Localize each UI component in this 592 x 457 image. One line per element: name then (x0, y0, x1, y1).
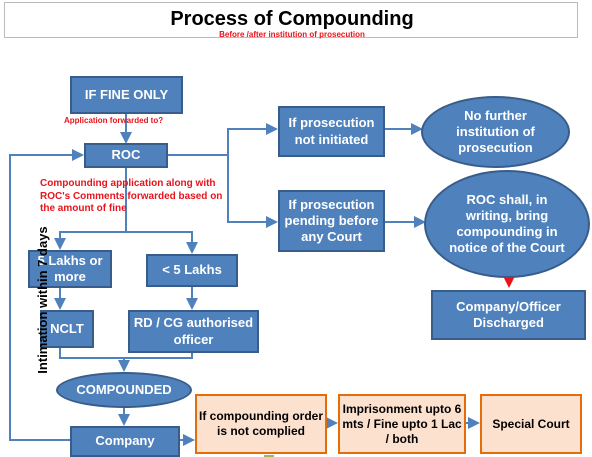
compounding-application-note: Compounding application along with ROC's… (40, 178, 223, 214)
compounded-ellipse: COMPOUNDED (56, 372, 192, 408)
company-officer-discharged-box: Company/Officer Discharged (431, 290, 586, 340)
rd-cg-officer-box: RD / CG authorised officer (128, 310, 259, 353)
less-than-five-lakhs-box: < 5 Lakhs (146, 254, 238, 287)
prosecution-not-initiated-box: If prosecution not initiated (278, 106, 385, 157)
special-court-box: Special Court (480, 394, 582, 454)
page-title: Process of Compounding (170, 8, 414, 30)
prosecution-pending-box: If prosecution pending before any Court (278, 190, 385, 252)
nclt-box: NCLT (40, 310, 94, 348)
order-not-complied-box: If compounding order is not complied (195, 394, 327, 454)
application-forwarded-note: Application forwarded to? (64, 116, 164, 125)
title-box: Process of Compounding Before /after ins… (4, 2, 578, 39)
fine-only-box: IF FINE ONLY (70, 76, 183, 114)
company-box: Company (70, 426, 180, 457)
imprisonment-box: Imprisonment upto 6 mts / Fine upto 1 La… (338, 394, 466, 454)
page-subtitle: Before /after institution of prosecution (219, 30, 365, 39)
intimation-side-label: Intimation within 7 days (35, 226, 50, 374)
roc-shall-notice-ellipse: ROC shall, in writing, bring compounding… (424, 170, 590, 278)
no-further-prosecution-ellipse: No further institution of prosecution (421, 96, 570, 168)
roc-box: ROC (84, 143, 168, 168)
five-lakhs-or-more-box: 5 Lakhs or more (28, 250, 112, 288)
